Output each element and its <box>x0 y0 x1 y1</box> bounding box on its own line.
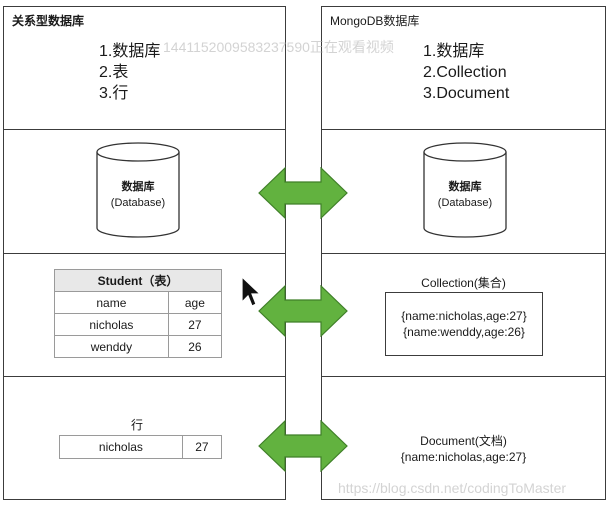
database-subtitle: (Database) <box>437 197 493 209</box>
concept-item: 1.数据库 <box>423 43 485 60</box>
cell-age: 27 <box>167 313 223 336</box>
column-header: name <box>54 291 169 314</box>
row-table: nicholas 27 <box>59 435 223 459</box>
cylinder-icon <box>423 142 507 238</box>
mouse-cursor-icon <box>241 276 262 307</box>
collection-document: {name:wenddy,age:26} <box>403 325 525 339</box>
arrow-shape <box>258 420 348 472</box>
overlay-watermark: 1441152009583237590正在观看视频 <box>163 39 394 55</box>
double-arrow-icon <box>258 285 348 337</box>
collection-document: {name:nicholas,age:27} <box>401 309 527 323</box>
row-divider <box>322 253 605 254</box>
concept-list: 1.数据库 2.表 3.行 <box>99 41 160 104</box>
panel-title: MongoDB数据库 <box>330 14 420 28</box>
concept-item: 1.数据库 <box>99 43 161 60</box>
document-block: Document(文档) {name:nicholas,age:27} <box>322 433 605 465</box>
database-cylinder: 数据库 (Database) <box>423 142 507 238</box>
cell-age: 27 <box>181 435 223 459</box>
document-title: Document(文档) <box>420 434 507 448</box>
table-caption: Student（表） <box>54 269 222 292</box>
collection-box: {name:nicholas,age:27} {name:wenddy,age:… <box>385 292 543 356</box>
concept-list: 1.数据库 2.Collection 3.Document <box>423 41 509 104</box>
row-divider <box>322 129 605 130</box>
url-watermark: https://blog.csdn.net/codingToMaster <box>338 480 567 496</box>
row-divider <box>4 129 285 130</box>
database-title: 数据库 <box>121 181 155 193</box>
database-subtitle: (Database) <box>110 197 166 209</box>
cell-name: wenddy <box>54 335 169 358</box>
database-title: 数据库 <box>448 181 482 193</box>
row-divider <box>4 253 285 254</box>
table-header-row: name age <box>54 291 223 314</box>
table-row: nicholas 27 <box>54 313 223 336</box>
column-header: age <box>167 291 223 314</box>
document-content: {name:nicholas,age:27} <box>400 450 527 464</box>
concept-item: 3.行 <box>99 85 129 102</box>
cell-name: nicholas <box>59 435 183 459</box>
double-arrow-icon <box>258 420 348 472</box>
collection-title: Collection(集合) <box>421 276 506 290</box>
concept-item: 2.Collection <box>423 64 507 81</box>
table-row: wenddy 26 <box>54 335 223 358</box>
mongodb-panel: MongoDB数据库 1.数据库 2.Collection 3.Document… <box>321 6 606 500</box>
cell-name: nicholas <box>54 313 169 336</box>
database-cylinder: 数据库 (Database) <box>96 142 180 238</box>
relational-db-panel: 关系型数据库 1.数据库 2.表 3.行 数据库 (Database) Stud… <box>3 6 286 500</box>
cylinder-icon <box>96 142 180 238</box>
concept-item: 3.Document <box>423 85 510 102</box>
arrow-shape <box>258 285 348 337</box>
row-divider <box>4 376 285 377</box>
table-row: nicholas 27 <box>59 435 223 459</box>
arrow-shape <box>258 167 348 219</box>
cell-age: 26 <box>167 335 223 358</box>
row-divider <box>322 376 605 377</box>
row-caption: 行 <box>130 418 143 432</box>
student-table: Student（表） name age nicholas 27 wenddy 2… <box>54 269 223 358</box>
concept-item: 2.表 <box>99 64 129 81</box>
double-arrow-icon <box>258 167 348 219</box>
panel-title: 关系型数据库 <box>12 14 85 28</box>
